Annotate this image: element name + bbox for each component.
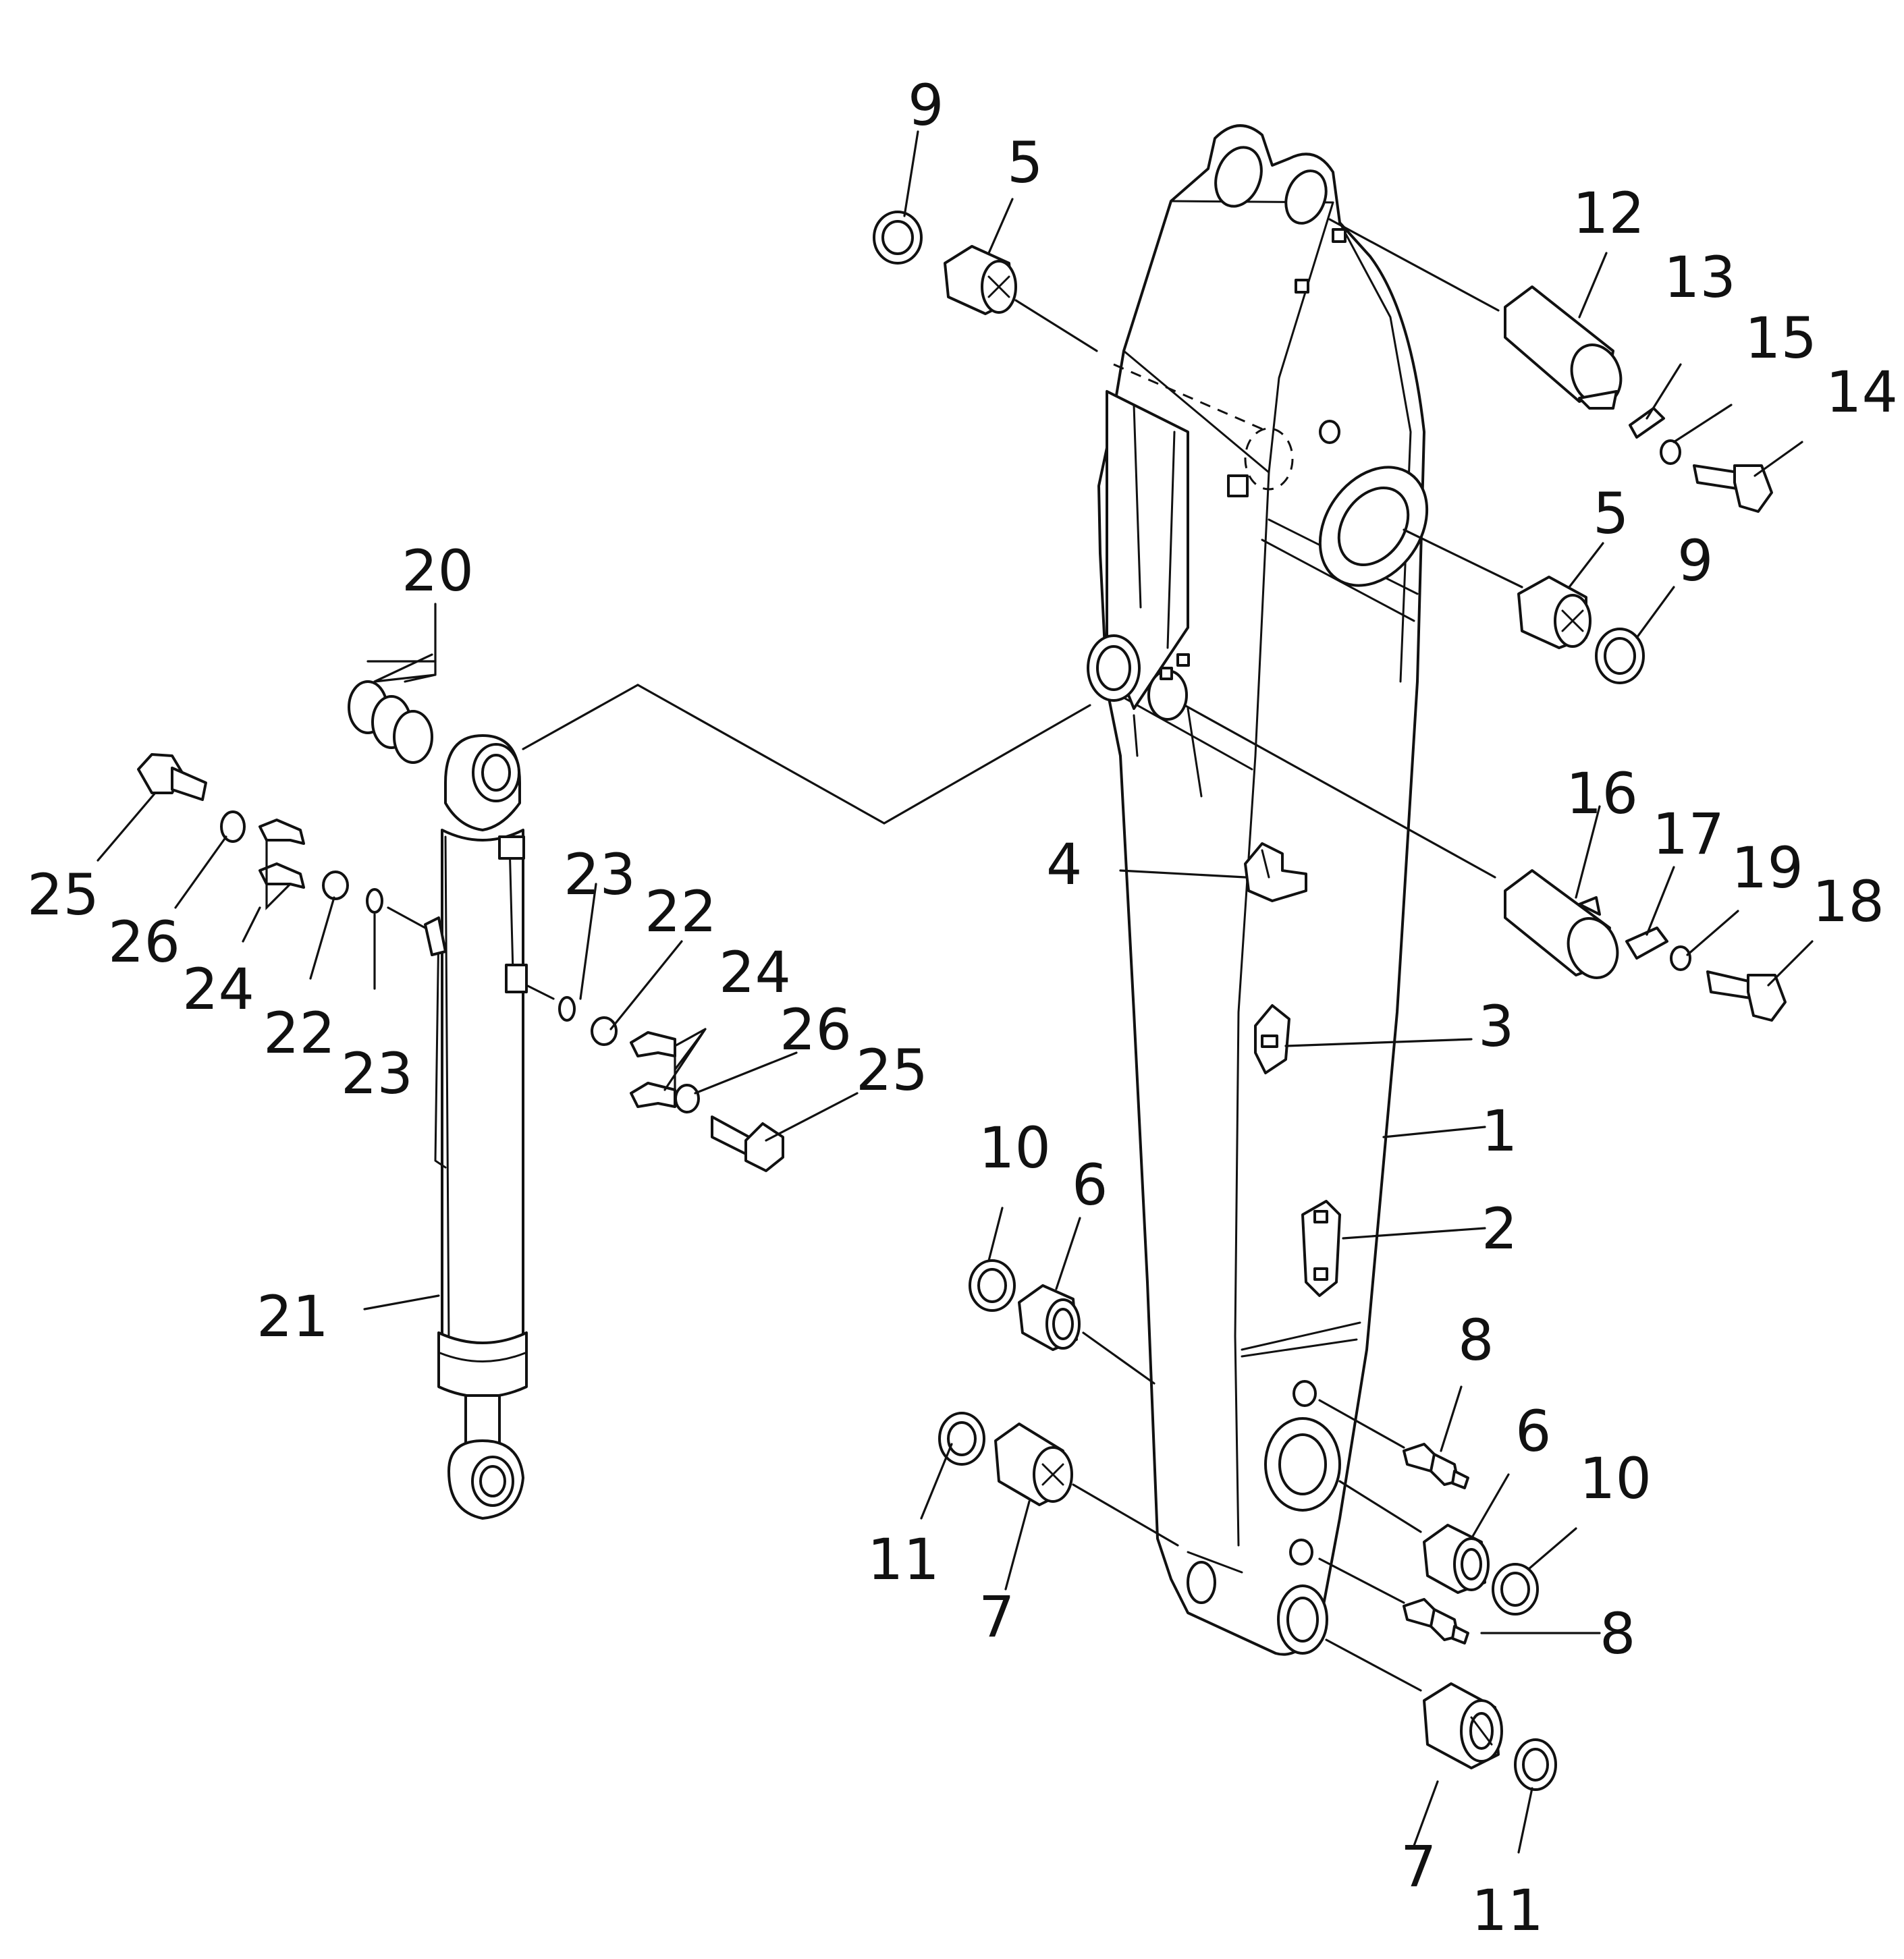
callout-20: 20	[402, 538, 474, 604]
callout-2: 2	[1481, 1196, 1517, 1262]
callout-25-left: 25	[27, 862, 99, 928]
callout-7-left: 7	[979, 1584, 1014, 1650]
oring-23-left	[366, 888, 383, 914]
callout-5-right: 5	[1593, 480, 1629, 547]
callout-11-right: 11	[1471, 1877, 1544, 1943]
oring-23-right	[558, 996, 576, 1022]
grease-fitting-8-lower	[1403, 1598, 1469, 1645]
pin-7-left	[994, 1423, 1073, 1506]
callout-11-left: 11	[867, 1526, 940, 1593]
callout-16: 16	[1566, 761, 1638, 827]
callout-10-right: 10	[1579, 1445, 1652, 1512]
callout-8-lower: 8	[1600, 1601, 1635, 1667]
seal-10-right	[1492, 1563, 1539, 1616]
seal-10-left	[969, 1259, 1016, 1312]
washer-15	[1660, 439, 1681, 465]
callout-23-left: 23	[341, 1041, 413, 1107]
pin-7-right	[1423, 1682, 1503, 1769]
callout-10-left: 10	[979, 1115, 1051, 1181]
callout-15: 15	[1745, 305, 1817, 371]
washer-26-right	[674, 1084, 700, 1113]
seal-9-right	[1595, 628, 1645, 684]
bushing-5-upper	[944, 245, 1017, 315]
pin-12	[1504, 285, 1623, 410]
pin-16	[1504, 869, 1619, 979]
washer-26-left	[220, 810, 246, 843]
callout-25-right: 25	[856, 1037, 928, 1103]
callout-leaders	[97, 130, 1814, 1854]
spacer-22-right	[591, 1016, 618, 1046]
callout-19: 19	[1731, 835, 1803, 901]
bushing-5-right	[1517, 576, 1592, 649]
bolt-14	[1693, 464, 1773, 513]
cap-24-left	[259, 819, 305, 889]
bushing-6-right	[1423, 1524, 1490, 1594]
spacer-22-left	[322, 871, 349, 900]
callout-12: 12	[1573, 180, 1645, 246]
callout-22-left: 22	[263, 1000, 335, 1066]
callout-23-right: 23	[564, 841, 636, 908]
callout-21: 21	[256, 1284, 329, 1350]
callout-5-upper: 5	[1007, 130, 1043, 196]
callout-26-left: 26	[108, 909, 180, 975]
callout-13: 13	[1664, 244, 1736, 310]
boom-bracket-4	[1244, 842, 1307, 902]
callout-7-right: 7	[1400, 1833, 1436, 1900]
callout-6-left: 6	[1072, 1152, 1108, 1218]
grease-fitting-8-upper	[1403, 1443, 1469, 1489]
bushing-6-left	[1018, 1284, 1081, 1351]
callout-labels: 9 5 12 13 15 14 5 9 20 16 17 19 18 4 3 1…	[27, 72, 1898, 1943]
callout-18: 18	[1812, 868, 1884, 935]
callout-22-right: 22	[645, 879, 717, 945]
seal-11-left	[938, 1412, 985, 1466]
callout-14: 14	[1826, 359, 1898, 425]
boom-bracket-3	[1254, 1004, 1290, 1074]
callout-26-right: 26	[780, 997, 852, 1063]
bolt-25-left	[137, 753, 207, 801]
bolt-25-right	[711, 1115, 784, 1172]
boom-plate-2	[1301, 1200, 1341, 1297]
callout-9-right: 9	[1677, 528, 1713, 594]
boom-cylinder-21	[424, 734, 528, 1520]
cap-24-right	[630, 1031, 676, 1108]
callout-6-right: 6	[1515, 1398, 1551, 1464]
bolt-18	[1706, 970, 1787, 1022]
callout-4: 4	[1046, 831, 1082, 898]
callout-24-right: 24	[719, 939, 791, 1005]
packing-set-20	[348, 680, 433, 764]
seal-9-upper	[873, 211, 923, 265]
callout-17: 17	[1652, 801, 1724, 867]
seal-11-right	[1514, 1738, 1557, 1791]
boom-face-edge	[1234, 201, 1334, 1547]
callout-9-upper: 9	[908, 72, 944, 138]
washer-19	[1670, 945, 1691, 971]
plate-13	[1629, 407, 1665, 439]
callout-1: 1	[1481, 1098, 1517, 1164]
callout-8-upper: 8	[1458, 1307, 1494, 1373]
callout-24-left: 24	[182, 956, 254, 1022]
callout-3: 3	[1478, 993, 1514, 1059]
